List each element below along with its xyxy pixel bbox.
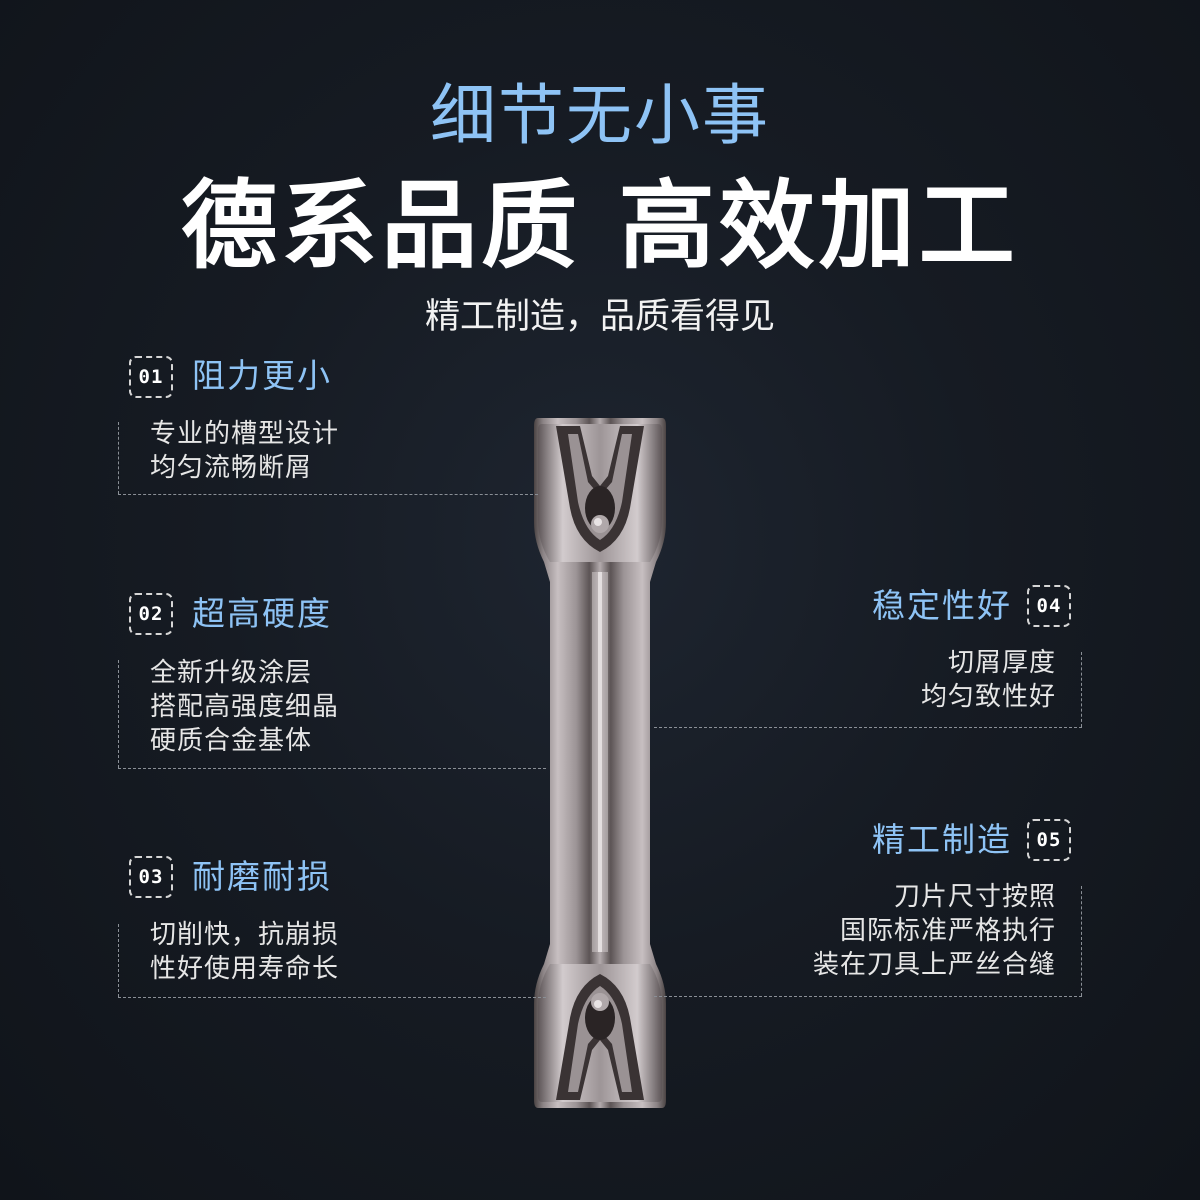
- feature-05-desc: 刀片尺寸按照 国际标准严格执行 装在刀具上严丝合缝: [700, 880, 1056, 982]
- feature-05-badge: 05: [1027, 819, 1071, 861]
- feature-02-divider: [118, 660, 119, 768]
- feature-02-badge: 02: [129, 593, 173, 635]
- feature-03-badge: 03: [129, 856, 173, 898]
- feature-04-leader-line: [654, 727, 1082, 728]
- feature-04-divider: [1081, 652, 1082, 727]
- feature-01-desc: 专业的槽型设计 均匀流畅断屑: [150, 417, 339, 485]
- feature-01-line-2: 均匀流畅断屑: [150, 453, 313, 483]
- feature-05-line-2: 国际标准严格执行: [839, 916, 1056, 946]
- feature-04-badge: 04: [1027, 585, 1071, 627]
- feature-03-line-2: 性好使用寿命长: [150, 954, 340, 984]
- feature-05-line-1: 刀片尺寸按照: [893, 882, 1056, 912]
- subtitle: 精工制造，品质看得见: [424, 297, 775, 337]
- feature-04-line-2: 均匀致性好: [920, 682, 1056, 712]
- feature-02-line-1: 全新升级涂层: [150, 658, 313, 688]
- feature-01-badge: 01: [129, 356, 173, 398]
- feature-04-title: 稳定性好: [872, 586, 1012, 625]
- feature-05-divider: [1081, 886, 1082, 996]
- headline: 德系品质 高效加工: [181, 170, 1019, 282]
- feature-03-line-1: 切削快，抗崩损: [150, 920, 340, 950]
- carbide-insert-image: [534, 418, 666, 1108]
- tagline: 细节无小事: [430, 77, 770, 154]
- feature-04-desc: 切屑厚度 均匀致性好: [740, 646, 1056, 714]
- feature-01-divider: [118, 422, 119, 494]
- feature-03-desc: 切削快，抗崩损 性好使用寿命长: [150, 918, 339, 986]
- feature-04-line-1: 切屑厚度: [947, 648, 1056, 678]
- feature-02-line-2: 搭配高强度细晶: [150, 692, 340, 722]
- feature-05-leader-line: [654, 996, 1082, 997]
- feature-02-leader-line: [118, 768, 546, 769]
- feature-01-title: 阻力更小: [192, 356, 332, 395]
- feature-01-line-1: 专业的槽型设计: [150, 419, 340, 449]
- feature-02-title: 超高硬度: [192, 594, 332, 633]
- feature-05-line-3: 装在刀具上严丝合缝: [812, 950, 1056, 980]
- feature-01-leader-line: [118, 494, 538, 495]
- feature-03-divider: [118, 924, 119, 997]
- feature-02-desc: 全新升级涂层 搭配高强度细晶 硬质合金基体: [150, 656, 339, 758]
- feature-03-leader-line: [118, 997, 546, 998]
- feature-03-title: 耐磨耐损: [192, 857, 332, 896]
- feature-02-line-3: 硬质合金基体: [150, 726, 313, 756]
- feature-05-title: 精工制造: [872, 820, 1012, 859]
